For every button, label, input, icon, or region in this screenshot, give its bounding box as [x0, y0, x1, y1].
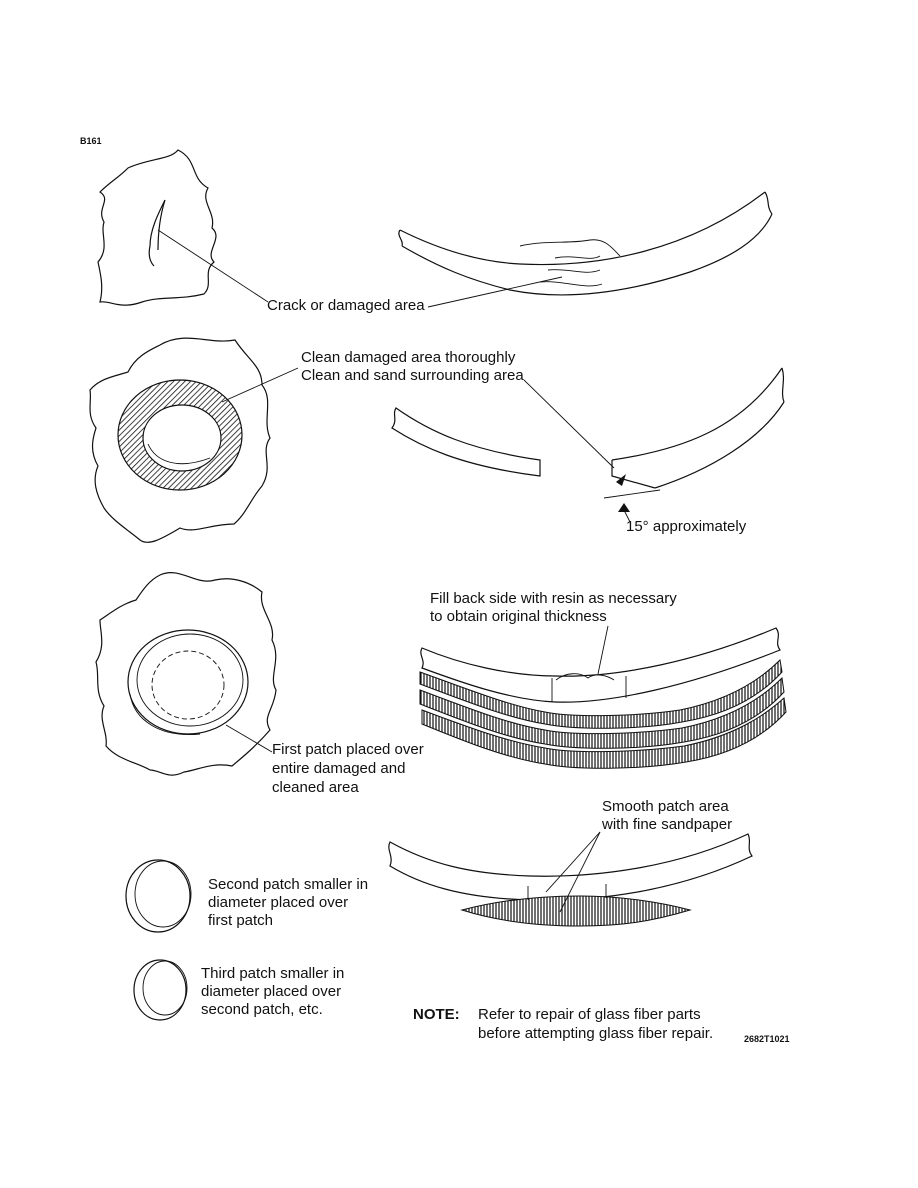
second-patch-sketch — [125, 859, 192, 933]
label-first-1: First patch placed over — [272, 741, 424, 758]
note-line-2: before attempting glass fiber repair. — [478, 1025, 714, 1042]
first-patch-panel-sketch — [95, 572, 277, 776]
smoothed-patch-cross-section — [388, 833, 753, 927]
label-fill-1: Fill back side with resin as necessary — [430, 590, 677, 607]
smooth-leader-line-b — [559, 831, 601, 913]
layered-patch-cross-section — [419, 627, 787, 769]
label-fill-2: to obtain original thickness — [430, 608, 607, 625]
first-patch-leader-line — [225, 724, 273, 753]
third-patch-sketch — [133, 959, 188, 1021]
label-smooth-1: Smooth patch area — [602, 798, 729, 815]
label-first-3: cleaned area — [272, 779, 359, 796]
label-smooth-2: with fine sandpaper — [602, 816, 733, 833]
figure-code: 2682T1021 — [744, 1034, 790, 1044]
label-third-2: diameter placed over — [201, 983, 342, 1000]
cleaned-panel-sketch — [89, 337, 271, 543]
label-second-3: first patch — [208, 912, 274, 929]
fill-leader-line — [597, 625, 609, 675]
smooth-leader-line-a — [545, 831, 601, 893]
crack-cross-section — [398, 191, 773, 296]
note-key: NOTE: — [413, 1006, 460, 1023]
crack-leader-line — [157, 229, 269, 303]
label-clean-1: Clean damaged area thoroughly — [301, 349, 516, 366]
label-third-3: second patch, etc. — [201, 1001, 323, 1018]
label-second-2: diameter placed over — [208, 894, 349, 911]
damaged-panel-sketch — [97, 149, 217, 306]
scarf-cross-section — [391, 367, 785, 523]
label-crack: Crack or damaged area — [267, 297, 425, 314]
label-clean-2: Clean and sand surrounding area — [301, 367, 524, 384]
label-angle: 15° approximately — [626, 518, 747, 535]
label-first-2: entire damaged and — [272, 760, 406, 777]
crack-leader-line-right — [427, 276, 563, 308]
label-third-1: Third patch smaller in — [201, 965, 345, 982]
clean-leader-line — [221, 367, 299, 403]
figure-id: B161 — [80, 136, 102, 146]
label-second-1: Second patch smaller in — [208, 876, 369, 893]
note-line-1: Refer to repair of glass fiber parts — [478, 1006, 701, 1023]
